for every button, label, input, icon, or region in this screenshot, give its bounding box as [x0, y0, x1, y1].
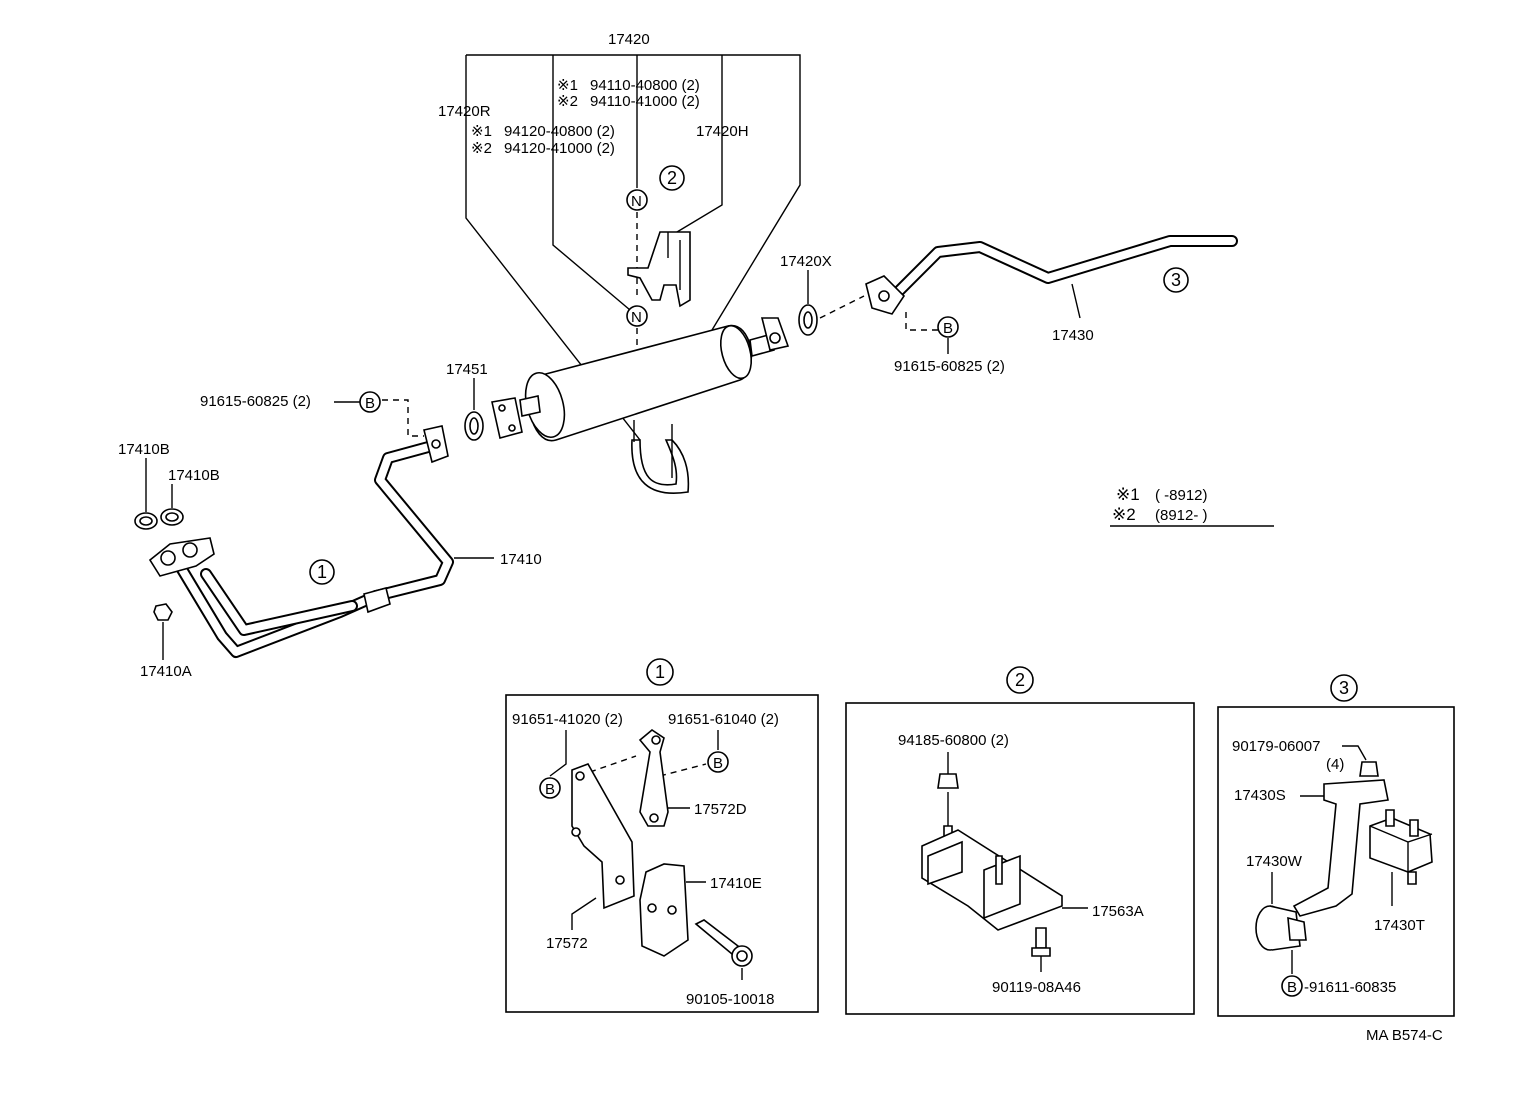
muffler-clamp-band-icon [631, 420, 690, 494]
bolt-b-detail1-right-icon: B [707, 751, 729, 773]
bolt-94120-41000: 94120-41000 (2) [504, 140, 615, 157]
label-17451: 17451 [446, 361, 488, 378]
legend-mark-2: ※2 [1112, 505, 1136, 524]
label-90119-08a46: 90119-08A46 [992, 979, 1081, 996]
label-91611-60835: -91611-60835 [1304, 979, 1396, 996]
gasket-17410b-1-icon [134, 512, 158, 530]
svg-text:3: 3 [1339, 678, 1349, 698]
detail-box-2 [845, 702, 1195, 1015]
bolt-94110-40800: 94110-40800 (2) [590, 77, 700, 94]
label-17410: 17410 [500, 551, 542, 568]
label-17430w: 17430W [1246, 853, 1303, 870]
bolt-94120-40800: 94120-40800 (2) [504, 123, 615, 140]
bolt-b-detail3-icon: B [1281, 975, 1303, 997]
label-17420h: 17420H [696, 123, 749, 140]
nut-n-upper-icon: N [626, 189, 648, 211]
exhaust-manifold-flange-icon [148, 537, 215, 577]
svg-text:N: N [631, 309, 642, 326]
svg-text:2: 2 [667, 168, 677, 188]
label-17420: 17420 [608, 31, 650, 48]
label-17420r: 17420R [438, 103, 491, 120]
label-94185-60800: 94185-60800 (2) [898, 732, 1009, 749]
label-17572d: 17572D [694, 801, 747, 818]
svg-text:B: B [943, 320, 953, 337]
ref-mark-2-lower: ※2 [471, 140, 492, 157]
bolt-91615-60825-left: 91615-60825 (2) [200, 393, 311, 410]
svg-text:B: B [545, 781, 555, 798]
label-17410b-1: 17410B [118, 441, 170, 458]
svg-text:B: B [365, 395, 375, 412]
ref-circle-3-detail: 3 [1330, 674, 1358, 702]
nut-94185-60800-icon [937, 773, 959, 841]
label-17430t: 17430T [1374, 917, 1425, 934]
link-17572d-icon [638, 729, 669, 827]
bracket-17430s-icon [1292, 779, 1389, 917]
detail-box-3 [1217, 706, 1455, 1017]
hanger-bracket-icon [627, 231, 691, 308]
ref-circle-3-top: 3 [1163, 267, 1189, 293]
nut-n-lower-icon: N [626, 305, 648, 327]
bracket-17572-icon [571, 763, 635, 910]
bolt-91615-60825-right: 91615-60825 (2) [894, 358, 1005, 375]
svg-text:3: 3 [1171, 270, 1181, 290]
bolt-b-right-icon: B [937, 316, 959, 338]
label-17410e: 17410E [710, 875, 762, 892]
label-17420x: 17420X [780, 253, 832, 270]
front-pipe-rear-flange-icon [423, 425, 449, 464]
clamp-17430w-icon [1255, 905, 1307, 951]
label-17572: 17572 [546, 935, 588, 952]
muffler-inlet-flange-icon [491, 397, 523, 439]
tail-pipe-icon [884, 235, 1238, 306]
detail-box-1 [505, 694, 819, 1013]
ref-mark-2-upper: ※2 [557, 93, 578, 110]
label-17410b-2: 17410B [168, 467, 220, 484]
ref-mark-1-lower: ※1 [471, 123, 492, 140]
insulator-17430t-icon [1369, 809, 1433, 885]
label-91651-61040: 91651-61040 (2) [668, 711, 779, 728]
ref-mark-1-upper: ※1 [557, 77, 578, 94]
label-17563a: 17563A [1092, 903, 1144, 920]
muffler-icon [519, 324, 775, 442]
legend-range-1: ( -8912) [1155, 487, 1208, 504]
gasket-17420x-icon [798, 304, 818, 336]
label-90179-06007: 90179-06007 [1232, 738, 1320, 755]
svg-text:B: B [1287, 979, 1297, 996]
tail-pipe-flange-icon [865, 275, 906, 315]
bolt-90105-10018-icon [694, 919, 753, 967]
svg-text:1: 1 [655, 662, 665, 682]
bolt-90119-08a46-icon [1031, 927, 1051, 957]
label-17430s: 17430S [1234, 787, 1286, 804]
muffler-outlet-flange-icon [760, 317, 790, 351]
legend-mark-1: ※1 [1116, 485, 1140, 504]
gasket-17451-icon [464, 411, 484, 441]
ref-circle-2-top: 2 [659, 165, 685, 191]
label-90105-10018: 90105-10018 [686, 991, 774, 1008]
diagram-code: MA B574-C [1366, 1027, 1443, 1044]
nut-90179-06007-icon [1359, 761, 1379, 777]
front-pipe-icon [174, 440, 454, 658]
bracket-17410e-icon [639, 863, 689, 957]
bolt-94110-41000: 94110-41000 (2) [590, 93, 700, 110]
ref-circle-1-top: 1 [309, 559, 335, 585]
ref-circle-2-detail: 2 [1006, 666, 1034, 694]
svg-text:N: N [631, 193, 642, 210]
gasket-17410b-2-icon [160, 508, 184, 526]
nut-17410a-icon [153, 603, 173, 621]
svg-text:B: B [713, 755, 723, 772]
legend-range-2: (8912- ) [1155, 507, 1208, 524]
label-17410a: 17410A [140, 663, 192, 680]
label-17430: 17430 [1052, 327, 1094, 344]
bolt-b-detail1-left-icon: B [539, 777, 561, 799]
label-90179-06007-qty: (4) [1326, 756, 1344, 773]
mount-17563a-icon [921, 829, 1063, 931]
bolt-b-left-icon: B [359, 391, 381, 413]
ref-circle-1-detail: 1 [646, 658, 674, 686]
label-91651-41020: 91651-41020 (2) [512, 711, 623, 728]
svg-text:1: 1 [317, 562, 327, 582]
svg-text:2: 2 [1015, 670, 1025, 690]
